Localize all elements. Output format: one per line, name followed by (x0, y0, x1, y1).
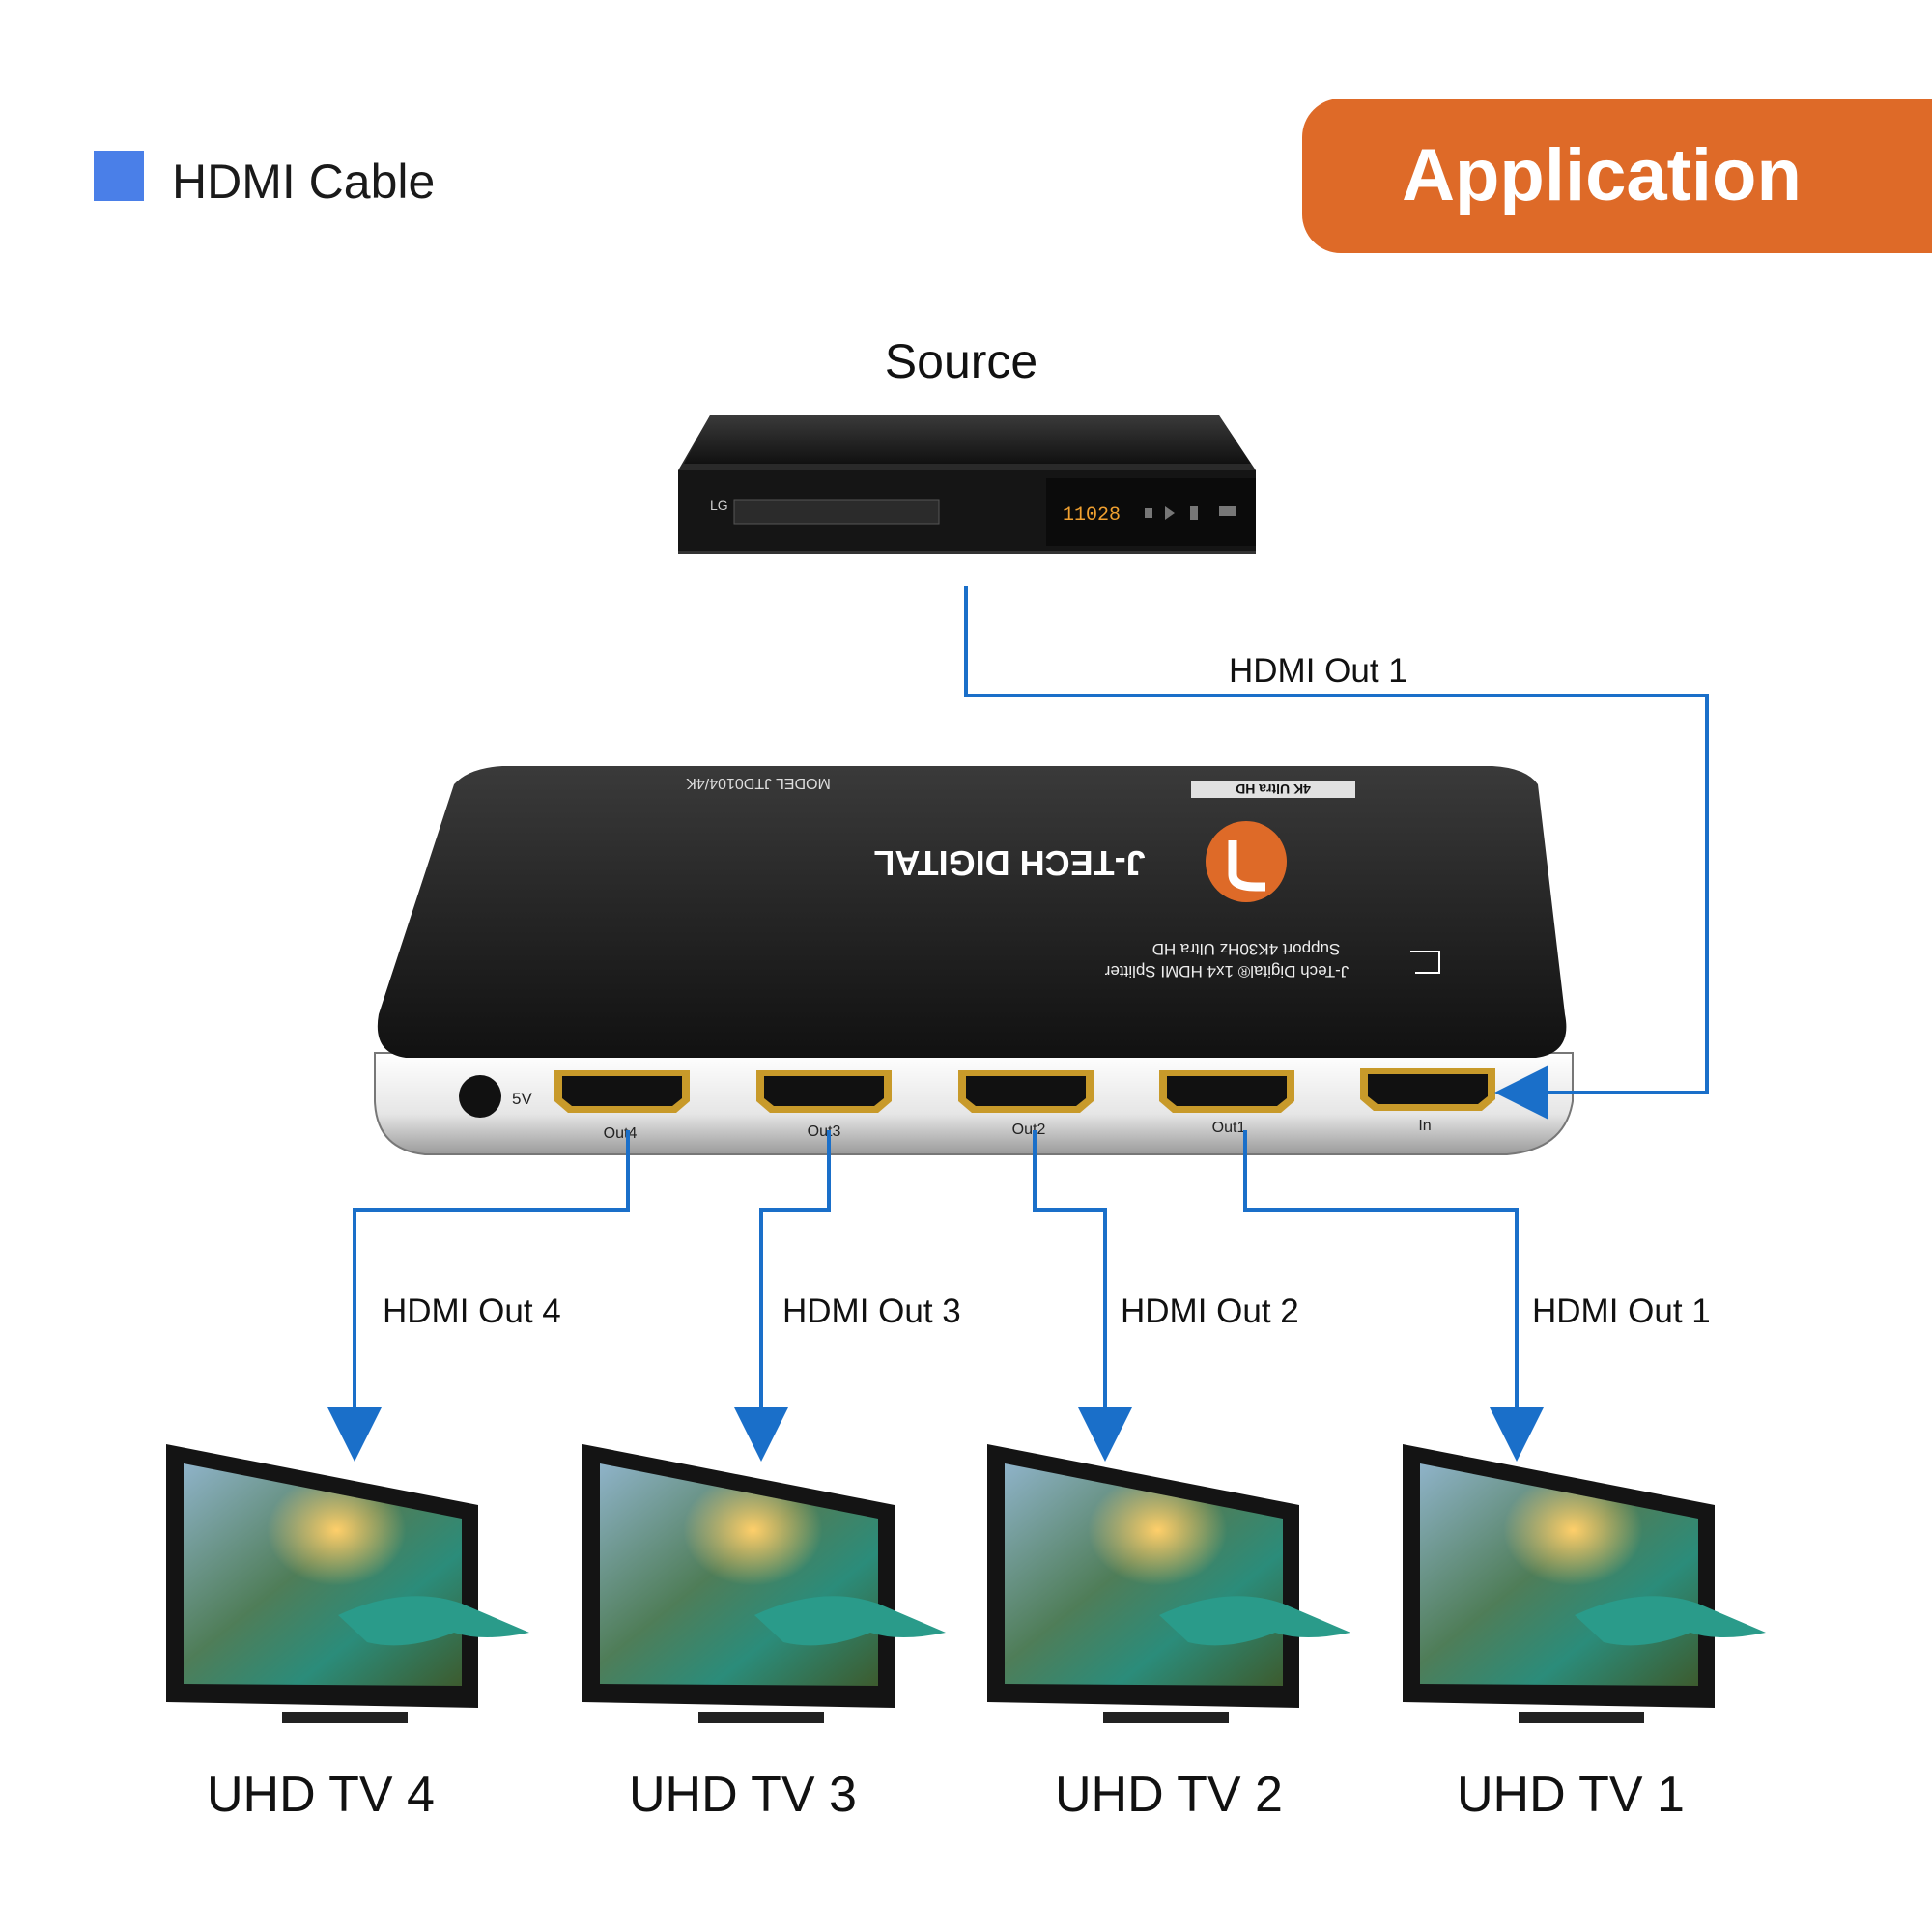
cable-out4 (327, 1130, 630, 1462)
tv-2 (987, 1444, 1350, 1723)
tv-4 (166, 1444, 529, 1723)
source-brand: LG (710, 497, 728, 513)
source-device (678, 415, 1256, 554)
cable-out3 (734, 1130, 831, 1462)
tv-label-3: UHD TV 3 (629, 1767, 857, 1823)
power-label: 5V (512, 1090, 532, 1108)
cable-input (964, 586, 1709, 1120)
title-tab (1302, 99, 1932, 253)
source-buttons-icon (1145, 506, 1236, 520)
cable-label-input: HDMI Out 1 (1229, 652, 1407, 690)
port-out3 (756, 1070, 892, 1113)
tv-label-4: UHD TV 4 (207, 1767, 435, 1823)
cable-out2 (1033, 1130, 1132, 1462)
splitter-product-line: J-Tech Digital® 1x4 HDMI Splitter (1104, 962, 1349, 980)
source-display: 11028 (1063, 504, 1121, 526)
port-out2 (958, 1070, 1094, 1113)
tv-label-1: UHD TV 1 (1457, 1767, 1685, 1823)
cable-label-out2: HDMI Out 2 (1121, 1293, 1299, 1330)
power-jack (459, 1075, 501, 1118)
tv-label-2: UHD TV 2 (1055, 1767, 1283, 1823)
port-out1 (1159, 1070, 1294, 1113)
port-label-out1: Out1 (1212, 1120, 1246, 1136)
page-title: Application (1402, 134, 1802, 216)
port-label-out2: Out2 (1012, 1122, 1046, 1138)
source-label: Source (884, 334, 1038, 388)
tv-1 (1403, 1444, 1766, 1723)
port-label-out3: Out3 (808, 1123, 841, 1140)
splitter-support-line: Support 4K30Hz Ultra HD (1152, 940, 1341, 958)
port-out4 (554, 1070, 690, 1113)
port-label-out4: Out4 (604, 1125, 638, 1142)
cable-label-out4: HDMI Out 4 (383, 1293, 561, 1330)
port-label-in: In (1418, 1118, 1431, 1134)
port-in (1360, 1068, 1495, 1111)
splitter-brand: J-TECH DIGITAL (873, 843, 1145, 883)
splitter-model: MODEL JTD0104/4K (686, 775, 831, 791)
legend-swatch (94, 151, 144, 201)
cable-label-out3: HDMI Out 3 (782, 1293, 961, 1330)
cable-out1 (1243, 1130, 1544, 1462)
splitter-badge: 4K Ultra HD (1236, 781, 1311, 797)
cable-label-out1: HDMI Out 1 (1532, 1293, 1711, 1330)
tv-3 (582, 1444, 946, 1723)
legend-label: HDMI Cable (172, 155, 436, 209)
